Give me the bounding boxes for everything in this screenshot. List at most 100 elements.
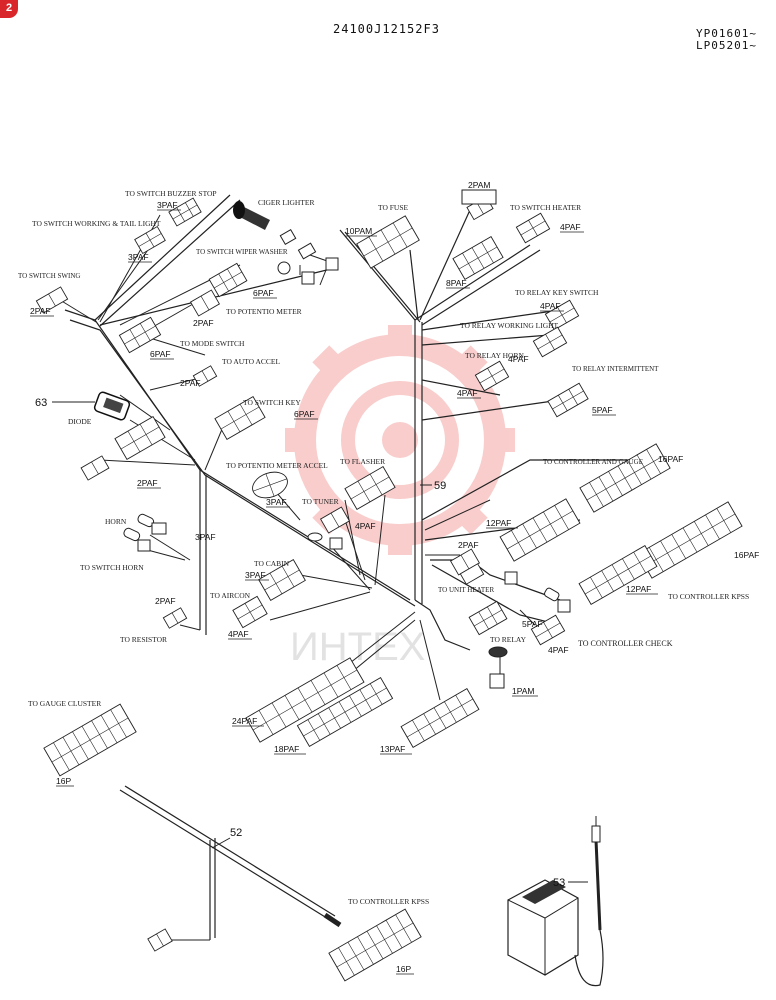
connector-24paf	[245, 657, 365, 743]
tuner-plug	[307, 532, 323, 542]
code-16paf-ctrl: 16PAF	[658, 454, 683, 464]
code-2paf-resistor: 2PAF	[155, 596, 176, 606]
label-potentio-meter: TO POTENTIO METER	[226, 307, 302, 316]
relay-component	[488, 646, 508, 658]
code-1pam: 1PAM	[512, 686, 535, 696]
label-aircon: TO AIRCON	[210, 591, 251, 600]
code-16p-kpss: 16P	[396, 964, 411, 974]
code-2paf-accel: 2PAF	[180, 378, 201, 388]
label-switch-key: TO SWITCH KEY	[243, 398, 301, 407]
connector-heater	[515, 212, 551, 244]
label-controller-check: TO CONTROLLER CHECK	[578, 639, 673, 648]
connector-tuner	[319, 506, 351, 534]
connector-relay-horn	[474, 360, 510, 392]
connector-18paf	[296, 676, 394, 748]
code-6paf-mode: 6PAF	[150, 349, 171, 359]
connector-12paf-b	[578, 544, 658, 606]
box-2pam	[461, 189, 497, 205]
callout-lines	[52, 401, 588, 883]
label-controller-kpss: TO CONTROLLER KPSS	[668, 592, 749, 601]
code-2paf-unit: 2PAF	[458, 540, 479, 550]
connector-2paf-unit	[459, 563, 485, 585]
corner-badge: 2	[0, 0, 18, 18]
connector-cabin	[258, 558, 306, 602]
serial-range-2: LP05201~	[696, 39, 757, 52]
code-3paf-buzzer: 3PAF	[157, 200, 178, 210]
tuner-box	[329, 537, 343, 550]
code-4paf-relaywork: 4PAF	[508, 354, 529, 364]
callout-63: 63	[35, 397, 47, 409]
connector-aircon	[232, 595, 268, 629]
label-relay-horn: TO RELAY HORN	[465, 351, 524, 360]
code-4paf-relaykey: 4PAF	[540, 301, 561, 311]
code-2paf-swing: 2PAF	[30, 306, 51, 316]
serial-range-1: YP01601~	[696, 27, 757, 40]
code-24paf: 24PAF	[232, 716, 257, 726]
connector-washer	[208, 262, 248, 298]
callout-53: 53	[553, 877, 565, 889]
code-5paf-check: 5PAF	[522, 619, 543, 629]
label-horn: HORN	[105, 517, 127, 526]
connector-working	[134, 225, 166, 255]
code-16p-gauge: 16P	[56, 776, 71, 786]
connectors	[35, 195, 743, 982]
label-switch-swing: TO SWITCH SWING	[18, 272, 80, 280]
connector-swing	[35, 286, 69, 314]
unit-heater-b	[557, 599, 571, 613]
components	[93, 189, 604, 987]
connector-2paf-left	[80, 455, 110, 481]
code-3paf-horn: 3PAF	[195, 532, 216, 542]
code-4paf-relayhorn: 4PAF	[457, 388, 478, 398]
label-working-light: TO SWITCH WORKING & TAIL LIGHT	[32, 219, 161, 228]
code-underlines	[30, 209, 658, 975]
connector-diode	[114, 415, 166, 461]
connector-8paf	[452, 235, 504, 281]
watermark-text: ИНТЕХ	[290, 625, 425, 669]
label-diode: DIODE	[68, 417, 92, 426]
diode-component	[93, 391, 131, 421]
unit-heater-box	[504, 571, 518, 585]
code-10pam: 10PAM	[345, 226, 372, 236]
label-relay-key-switch: TO RELAY KEY SWITCH	[515, 288, 599, 297]
code-4paf-flasher: 4PAF	[355, 521, 376, 531]
connector-key	[214, 395, 266, 441]
cigar-lighter	[233, 201, 339, 285]
label-fuse: TO FUSE	[378, 203, 408, 212]
code-16paf-kpss: 16PAF	[734, 550, 759, 560]
code-18paf: 18PAF	[274, 744, 299, 754]
label-flasher: TO FLASHER	[340, 457, 385, 466]
label-wiper-washer: TO SWITCH WIPER WASHER	[196, 248, 288, 256]
code-2paf-diode: 2PAF	[137, 478, 158, 488]
label-relay-intermittent: TO RELAY INTERMITTENT	[572, 365, 659, 373]
code-3paf-working: 3PAF	[128, 252, 149, 262]
code-12paf-a: 12PAF	[486, 518, 511, 528]
connector-pot1	[189, 289, 221, 317]
label-switch-heater: TO SWITCH HEATER	[510, 203, 581, 212]
connector-gauge-16p	[43, 703, 137, 777]
code-8paf: 8PAF	[446, 278, 467, 288]
label-unit-heater: TO UNIT HEATER	[438, 586, 494, 594]
code-6paf-key: 6PAF	[294, 409, 315, 419]
code-5paf-relayint: 5PAF	[592, 405, 613, 415]
part-53-unit	[507, 816, 604, 987]
connector-relay-int	[547, 382, 589, 418]
connector-accel	[192, 365, 218, 387]
label-cigar-lighter: CIGER LIGHTER	[258, 198, 314, 207]
connector-ctrl-check	[530, 614, 566, 646]
connector-16paf-ctrl	[579, 443, 671, 513]
label-cabin: TO CABIN	[254, 559, 290, 568]
connector-relay-key	[544, 299, 580, 331]
label-switch-horn: TO SWITCH HORN	[80, 563, 144, 572]
part-number: 24100J12152F3	[333, 22, 440, 36]
code-3paf-pot2: 3PAF	[266, 497, 287, 507]
connector-2p-small	[147, 928, 173, 952]
code-12paf-b: 12PAF	[626, 584, 651, 594]
connector-relay-work	[532, 326, 568, 358]
connector-codes: 3PAF 3PAF 2PAF 6PAF 2PAF 10PAM 2PAM 8PAF…	[30, 180, 759, 974]
label-mode-switch: TO MODE SWITCH	[180, 339, 245, 348]
code-6paf-washer: 6PAF	[253, 288, 274, 298]
destination-labels: TO SWITCH BUZZER STOP TO SWITCH WORKING …	[18, 189, 749, 906]
label-relay: TO RELAY	[490, 635, 527, 644]
connector-13paf	[400, 687, 480, 749]
